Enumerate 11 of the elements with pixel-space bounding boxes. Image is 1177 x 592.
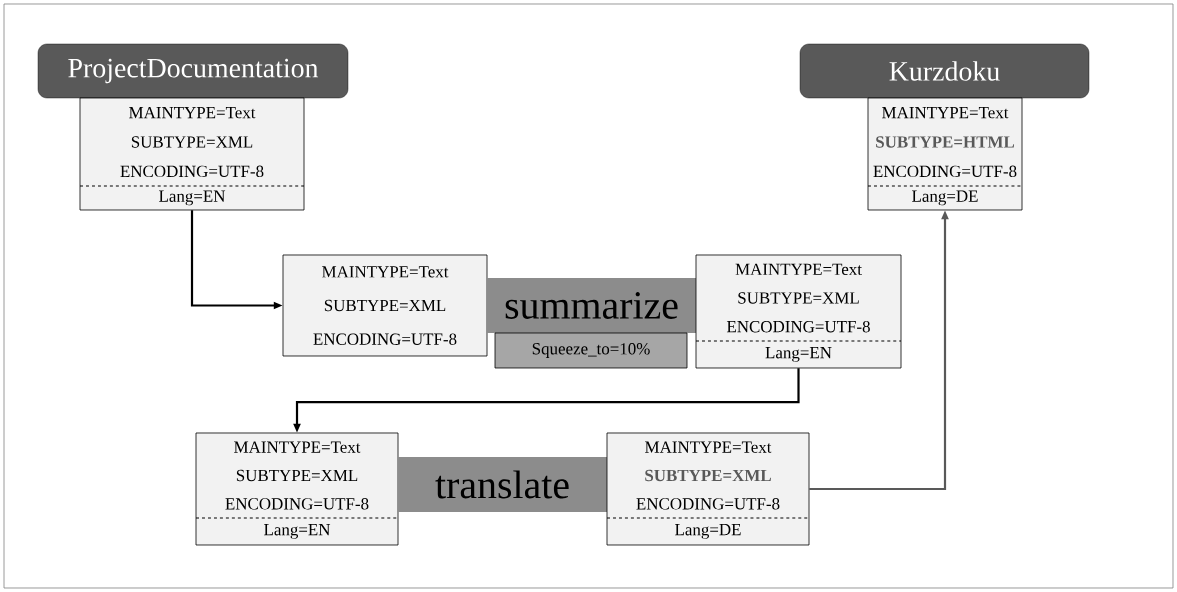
header-box: ProjectDocumentation: [37, 43, 349, 99]
operation-band: summarize: [487, 278, 696, 333]
attribute-box: MAINTYPE=Text SUBTYPE=XML ENCODING=UTF-8 Lang=EN: [195, 432, 399, 546]
attribute-box: MAINTYPE=Text SUBTYPE=XML ENCODING=UTF-8 Lang=DE: [606, 432, 810, 546]
parameter-box: Squeeze_to=10%: [494, 332, 688, 369]
attribute-box: MAINTYPE=Text SUBTYPE=XML ENCODING=UTF-8 Lang=EN: [79, 97, 305, 211]
attribute-box: MAINTYPE=Text SUBTYPE=XML ENCODING=UTF-8 Lang=EN: [695, 254, 902, 369]
attribute-box: MAINTYPE=Text SUBTYPE=XML ENCODING=UTF-8: [282, 254, 488, 357]
operation-band: translate: [398, 457, 607, 512]
header-box: Kurzdoku: [799, 43, 1090, 99]
attribute-box: MAINTYPE=Text SUBTYPE=HTML ENCODING=UTF-8 Lang=DE: [867, 97, 1023, 211]
